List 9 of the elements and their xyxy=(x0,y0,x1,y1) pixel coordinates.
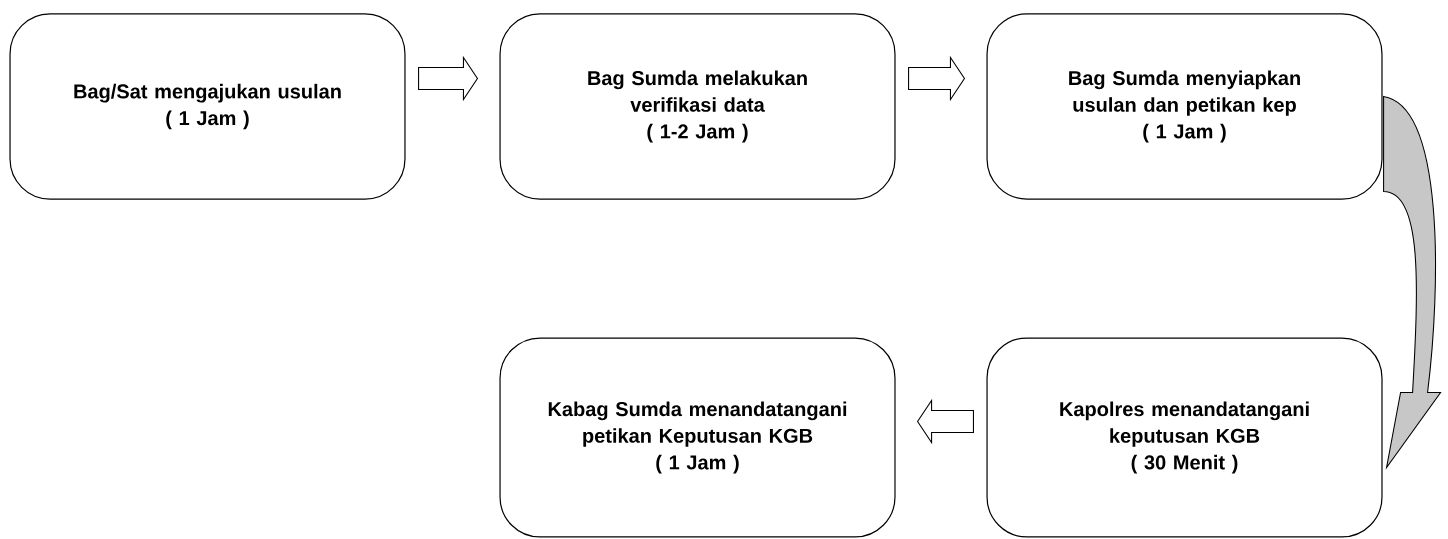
block-arrow xyxy=(908,55,966,102)
process-box: Bag Sumda menyiapkan usulan dan petikan kep ( 1 Jam ) xyxy=(986,13,1383,200)
process-box: Bag/Sat mengajukan usulan ( 1 Jam ) xyxy=(9,13,406,200)
process-box: Bag Sumda melakukan verifikasi data ( 1-2 Jam ) xyxy=(499,13,896,200)
process-box: Kabag Sumda menandatangani petikan Keputusan KGB ( 1 Jam ) xyxy=(499,337,896,538)
curved-arrow xyxy=(1383,95,1442,469)
process-box: Kapolres menandatangani keputusan KGB ( 30 Menit ) xyxy=(986,337,1383,538)
block-arrow xyxy=(916,398,974,445)
block-arrow xyxy=(418,55,479,102)
